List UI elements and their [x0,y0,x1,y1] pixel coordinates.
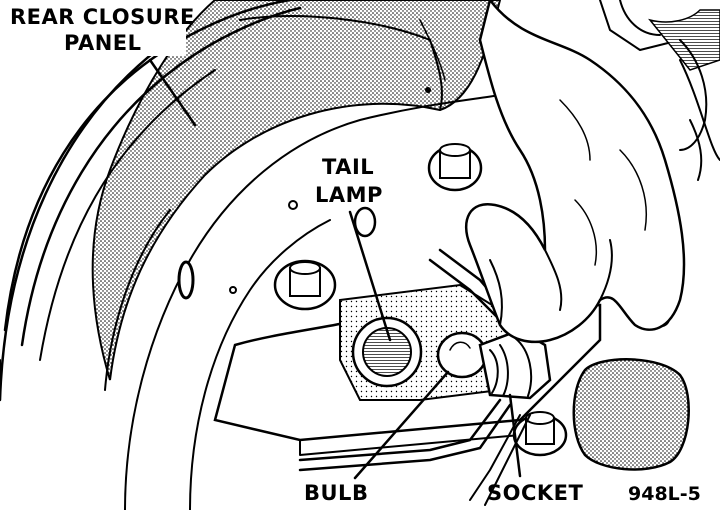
rubber-pad [572,358,690,471]
quarter-panel-edges [0,0,501,510]
leader-bulb [353,370,450,480]
rear-closure-panel [91,0,502,381]
bulb [436,331,488,379]
label-rear-closure-line1: REAR CLOSURE [10,5,195,29]
label-tail-line1: TAIL [322,155,374,179]
mounting-studs [273,143,671,457]
labels: REAR CLOSURE PANEL TAIL LAMP BULB SOCKET… [10,5,701,505]
leader-socket [508,393,522,478]
left-stud [273,259,337,311]
tail-lamp-socket-opening [351,316,423,388]
lower-stud [512,411,568,457]
leader-tail-lamp [348,210,392,342]
label-socket: SOCKET [487,481,584,505]
label-bulb: BULB [304,481,368,505]
figure-code: 948L-5 [628,483,701,505]
leader-rear-closure-panel [148,58,197,127]
hand [464,0,708,344]
upper-stud [427,143,483,192]
leader-lines [148,58,522,480]
panel-slot-hole [177,260,195,300]
label-tail-line2: LAMP [315,183,383,207]
label-rear-closure-line2: PANEL [64,31,142,55]
